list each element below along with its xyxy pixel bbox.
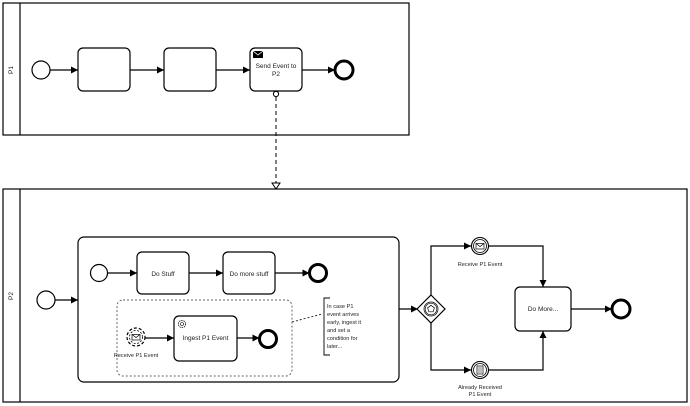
send-event-label-line2: P2 bbox=[272, 71, 280, 78]
message-flow-p1-to-p2 bbox=[271, 90, 281, 190]
envelope-icon bbox=[475, 243, 485, 250]
receive-p1-event-start-label: Receive P1 Event bbox=[114, 353, 159, 359]
annotation-line-3: early, ingest it bbox=[327, 320, 362, 326]
p1-task-2[interactable] bbox=[163, 47, 217, 92]
do-stuff-label: Do Stuff bbox=[151, 271, 175, 278]
do-more-task[interactable]: Do More... bbox=[514, 286, 572, 332]
pool-p1-label: P1 bbox=[8, 66, 15, 74]
annotation-line-1: In case P1 bbox=[327, 304, 353, 310]
p2-end-event[interactable] bbox=[610, 298, 632, 320]
p1-start-event[interactable] bbox=[31, 60, 51, 80]
flow-gateway-up bbox=[430, 242, 471, 295]
event-subprocess-end[interactable] bbox=[258, 329, 278, 349]
receive-p1-event-catch-label: Receive P1 Event bbox=[458, 262, 503, 268]
already-received-label-line1: Already Received bbox=[458, 385, 502, 391]
event-based-gateway[interactable] bbox=[416, 294, 446, 324]
envelope-icon bbox=[252, 50, 264, 58]
receive-p1-event-catch[interactable] bbox=[470, 236, 490, 256]
gear-icon bbox=[177, 319, 186, 328]
do-stuff-task[interactable]: Do Stuff bbox=[136, 251, 190, 295]
receive-p1-event-start[interactable] bbox=[126, 327, 146, 347]
pentagon-icon bbox=[427, 304, 435, 313]
p1-end-event[interactable] bbox=[333, 59, 355, 81]
flow-conditional-to-domore bbox=[488, 331, 547, 371]
annotation-line-5: condition for bbox=[327, 336, 358, 342]
text-annotation[interactable]: In case P1 event arrives early, ingest i… bbox=[291, 297, 362, 356]
do-more-stuff-label: Do more stuff bbox=[230, 271, 269, 278]
flow-catch-to-domore bbox=[488, 245, 547, 287]
conditional-icon bbox=[476, 365, 484, 375]
already-received-label-line2: P1 Event bbox=[469, 392, 492, 398]
already-received-conditional[interactable] bbox=[470, 360, 490, 380]
annotation-line-4: and set a bbox=[327, 328, 351, 334]
ingest-p1-event-task[interactable]: Ingest P1 Event bbox=[173, 315, 238, 362]
annotation-line-2: event arrives bbox=[327, 312, 359, 318]
do-more-stuff-task[interactable]: Do more stuff bbox=[222, 251, 276, 295]
p1-send-event-task[interactable]: Send Event to P2 bbox=[249, 47, 303, 92]
send-event-label-line1: Send Event to bbox=[256, 63, 297, 70]
p2-start-event[interactable] bbox=[36, 290, 56, 310]
annotation-line-6: later... bbox=[327, 344, 343, 350]
p1-task-1[interactable] bbox=[77, 47, 131, 92]
flow-gateway-down bbox=[430, 323, 471, 374]
pool-p2-label: P2 bbox=[8, 292, 15, 300]
do-more-label: Do More... bbox=[528, 306, 559, 313]
subprocess-end-event[interactable] bbox=[308, 263, 328, 283]
ingest-p1-event-label: Ingest P1 Event bbox=[183, 335, 229, 342]
subprocess-start-event[interactable] bbox=[89, 263, 109, 283]
envelope-icon bbox=[131, 334, 141, 341]
